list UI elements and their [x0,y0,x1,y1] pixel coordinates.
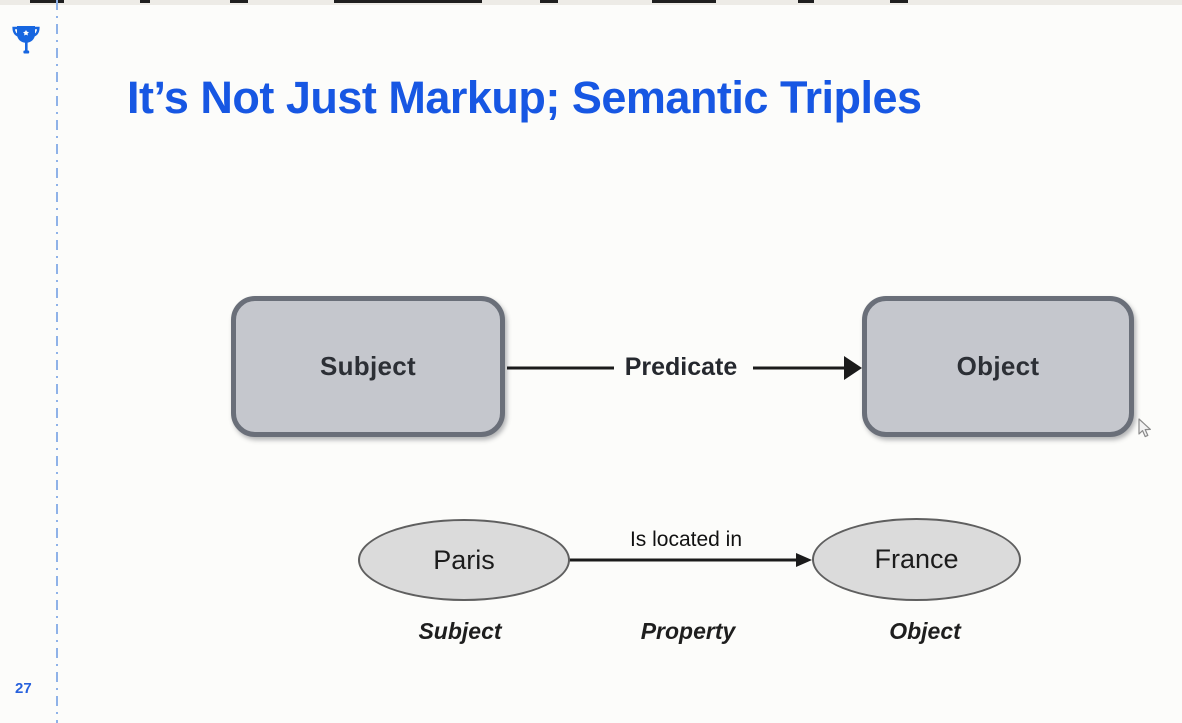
top-edge-artifact [230,0,248,3]
subject-node: Subject [231,296,505,437]
subject-node-label: Subject [319,351,416,381]
role-label-subject: Subject [418,618,502,644]
top-edge-strip [0,0,1182,5]
example-subject-node: Paris [358,519,570,601]
page-number: 27 [15,680,32,697]
object-node: Object [862,296,1134,437]
predicate-label: Predicate [624,353,738,381]
top-edge-artifact [30,0,64,3]
role-label-property: Property [640,618,736,644]
mouse-cursor-icon [1138,418,1151,438]
top-edge-artifact [890,0,908,3]
top-edge-artifact [334,0,482,3]
top-edge-artifact [540,0,558,3]
left-guide-line [56,0,58,723]
role-label-object: Object [889,618,961,644]
example-object-node: France [812,518,1021,601]
trophy-icon [12,26,40,54]
top-edge-artifact [798,0,814,3]
slide-title: It’s Not Just Markup; Semantic Triples [127,72,922,123]
example-relation-label: Is located in [629,528,743,551]
object-node-label: Object [956,351,1040,381]
example-subject-label: Paris [433,544,495,575]
top-edge-artifact [652,0,716,3]
example-object-label: France [874,544,959,574]
top-edge-artifact [140,0,150,3]
